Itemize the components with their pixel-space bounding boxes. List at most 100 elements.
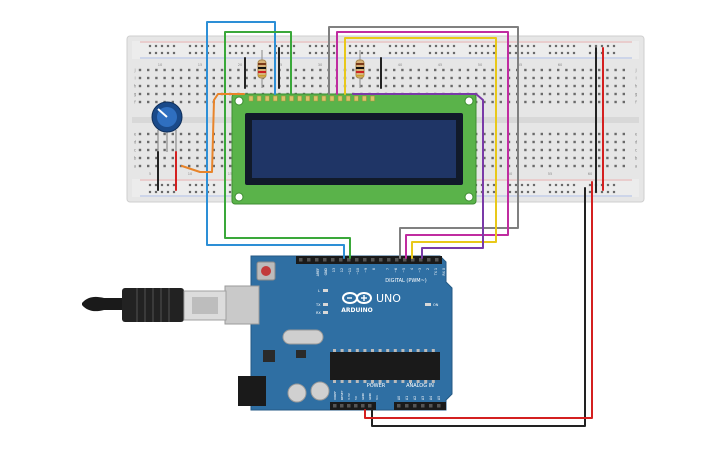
wire-magenta[interactable] bbox=[336, 31, 509, 259]
row-letter: j bbox=[634, 68, 636, 73]
column-number: 20 bbox=[238, 63, 243, 67]
row-letter: d bbox=[635, 140, 638, 145]
row-letter: c bbox=[635, 148, 637, 153]
row-letter: b bbox=[635, 156, 638, 161]
tx-led-label: TX bbox=[315, 303, 321, 307]
rx-led bbox=[323, 311, 328, 314]
column-number: 55 bbox=[518, 63, 523, 67]
pin-label: ~3 bbox=[418, 268, 422, 273]
column-number: 60 bbox=[558, 63, 563, 67]
column-number: 60 bbox=[588, 172, 593, 176]
digital-header-label: DIGITAL (PWM~) bbox=[385, 278, 427, 284]
row-letter: h bbox=[635, 84, 638, 89]
l-led bbox=[323, 289, 328, 292]
power-pin-label: 5V bbox=[354, 395, 358, 400]
analog-pin-label: A5 bbox=[437, 396, 441, 400]
pin-label: TX 1 bbox=[434, 268, 438, 276]
wire-red-5v[interactable] bbox=[364, 181, 593, 419]
pin-label: 12 bbox=[340, 268, 344, 272]
arduino-uno-board[interactable]: ARDUINO UNO DIGITAL (PWM~) POWER ANALOG … bbox=[224, 255, 453, 411]
wire-yellow[interactable] bbox=[344, 37, 497, 259]
arduino-model-label: UNO bbox=[376, 292, 401, 305]
analog-header bbox=[394, 402, 446, 410]
analog-pin-label: A2 bbox=[413, 396, 417, 400]
power-pin-label: 3.3V bbox=[347, 392, 351, 400]
lcd-module[interactable] bbox=[231, 93, 477, 205]
row-letter: j bbox=[133, 68, 135, 73]
row-letter: f bbox=[635, 100, 637, 105]
power-label: POWER bbox=[367, 383, 386, 389]
resistor-2[interactable] bbox=[355, 50, 365, 88]
potentiometer[interactable] bbox=[151, 101, 183, 152]
row-letter: c bbox=[134, 148, 136, 153]
lcd-mount-hole bbox=[234, 192, 244, 202]
breadboard-labels: 1015202530354045505560jihgfedcbajihgfedc… bbox=[133, 63, 637, 176]
power-pin-label: GND bbox=[368, 392, 372, 400]
digital-header bbox=[296, 256, 442, 264]
capacitor-icon bbox=[287, 383, 307, 403]
row-letter: a bbox=[635, 164, 638, 169]
power-pin-label: GND bbox=[361, 392, 365, 400]
capacitor-icon bbox=[310, 381, 330, 401]
pin-label: 13 bbox=[332, 268, 336, 272]
column-number: 50 bbox=[478, 63, 483, 67]
atmega-chip bbox=[330, 352, 440, 380]
pin-label: ~6 bbox=[394, 268, 398, 273]
column-number: 30 bbox=[318, 63, 323, 67]
lcd-screen bbox=[252, 120, 456, 178]
column-number: 15 bbox=[228, 172, 233, 176]
usb-port bbox=[224, 285, 260, 325]
pin-label: ~5 bbox=[402, 268, 406, 273]
lcd-mount-hole bbox=[464, 96, 474, 106]
column-number: 10 bbox=[158, 63, 163, 67]
power-pin-label: Vin bbox=[375, 395, 379, 400]
pin-label: 8 bbox=[372, 268, 376, 270]
wire-purple[interactable] bbox=[352, 93, 484, 259]
on-led-label: ON bbox=[433, 303, 439, 307]
pin-label: 4 bbox=[410, 268, 414, 270]
crystal bbox=[282, 329, 324, 345]
row-letter: f bbox=[134, 100, 136, 105]
usb-cable bbox=[82, 288, 227, 322]
row-letter: i bbox=[635, 76, 636, 81]
row-letter: a bbox=[134, 164, 137, 169]
pin-label: ~9 bbox=[364, 268, 368, 273]
analog-pin-label: A4 bbox=[429, 396, 433, 400]
column-number: 55 bbox=[548, 172, 553, 176]
pin-label: GND bbox=[324, 267, 328, 275]
tx-led bbox=[323, 303, 328, 306]
lcd-mount-hole bbox=[234, 96, 244, 106]
wire-green[interactable] bbox=[224, 31, 351, 259]
reset-button[interactable] bbox=[261, 266, 271, 276]
column-number: 10 bbox=[188, 172, 193, 176]
row-letter: i bbox=[134, 76, 135, 81]
row-letter: g bbox=[134, 92, 137, 97]
pin-label: 2 bbox=[426, 268, 430, 270]
wire-gray[interactable] bbox=[328, 26, 519, 259]
power-header bbox=[330, 402, 376, 410]
lcd-pin-header bbox=[248, 95, 375, 102]
resistor-1[interactable] bbox=[257, 50, 267, 88]
pin-label: RX 0 bbox=[442, 268, 446, 275]
row-letter: h bbox=[134, 84, 137, 89]
analog-pin-label: A1 bbox=[405, 396, 409, 400]
arduino-brand-label: ARDUINO bbox=[341, 307, 372, 314]
wire-orange[interactable] bbox=[181, 93, 245, 173]
row-letter: e bbox=[635, 132, 638, 137]
analog-pin-label: A0 bbox=[397, 396, 401, 400]
power-pin-label: RESET bbox=[340, 390, 344, 400]
lcd-mount-hole bbox=[464, 192, 474, 202]
pin-label: ~11 bbox=[348, 268, 352, 275]
power-pin-label: IOREF bbox=[333, 391, 337, 400]
column-number: 15 bbox=[198, 63, 203, 67]
top-power-rail bbox=[132, 41, 639, 59]
column-number: 45 bbox=[438, 63, 443, 67]
wire-blue[interactable] bbox=[206, 21, 345, 259]
column-number: 50 bbox=[508, 172, 513, 176]
row-letter: b bbox=[134, 156, 137, 161]
row-letter: d bbox=[134, 140, 137, 145]
row-letter: g bbox=[635, 92, 638, 97]
row-letter: e bbox=[134, 132, 137, 137]
